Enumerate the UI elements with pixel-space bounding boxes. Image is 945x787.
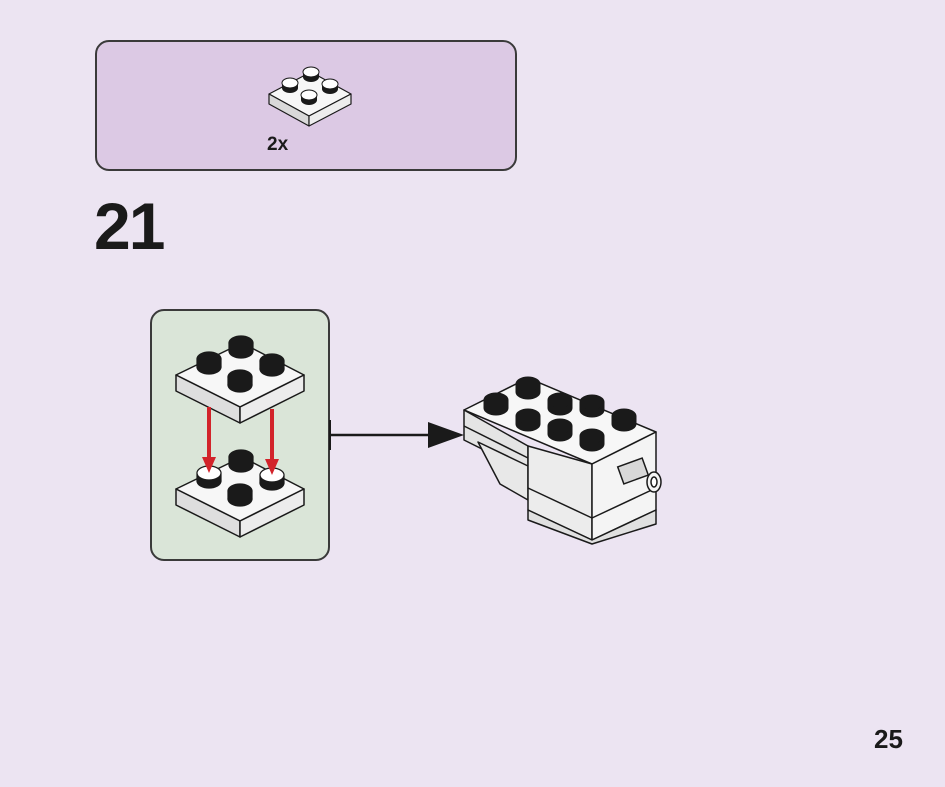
brick-assembly-icon bbox=[329, 376, 662, 545]
plate-stack-icon bbox=[175, 335, 305, 538]
submodel-callout bbox=[150, 309, 330, 561]
parts-callout: 2x bbox=[95, 40, 517, 171]
step-number: 21 bbox=[94, 189, 165, 263]
part-quantity: 2x bbox=[267, 134, 289, 155]
placement-arrow-icon bbox=[202, 407, 279, 475]
page-number: 25 bbox=[874, 724, 903, 754]
attach-arrow-icon bbox=[329, 420, 464, 450]
plate-2x2-white-icon bbox=[268, 66, 352, 127]
